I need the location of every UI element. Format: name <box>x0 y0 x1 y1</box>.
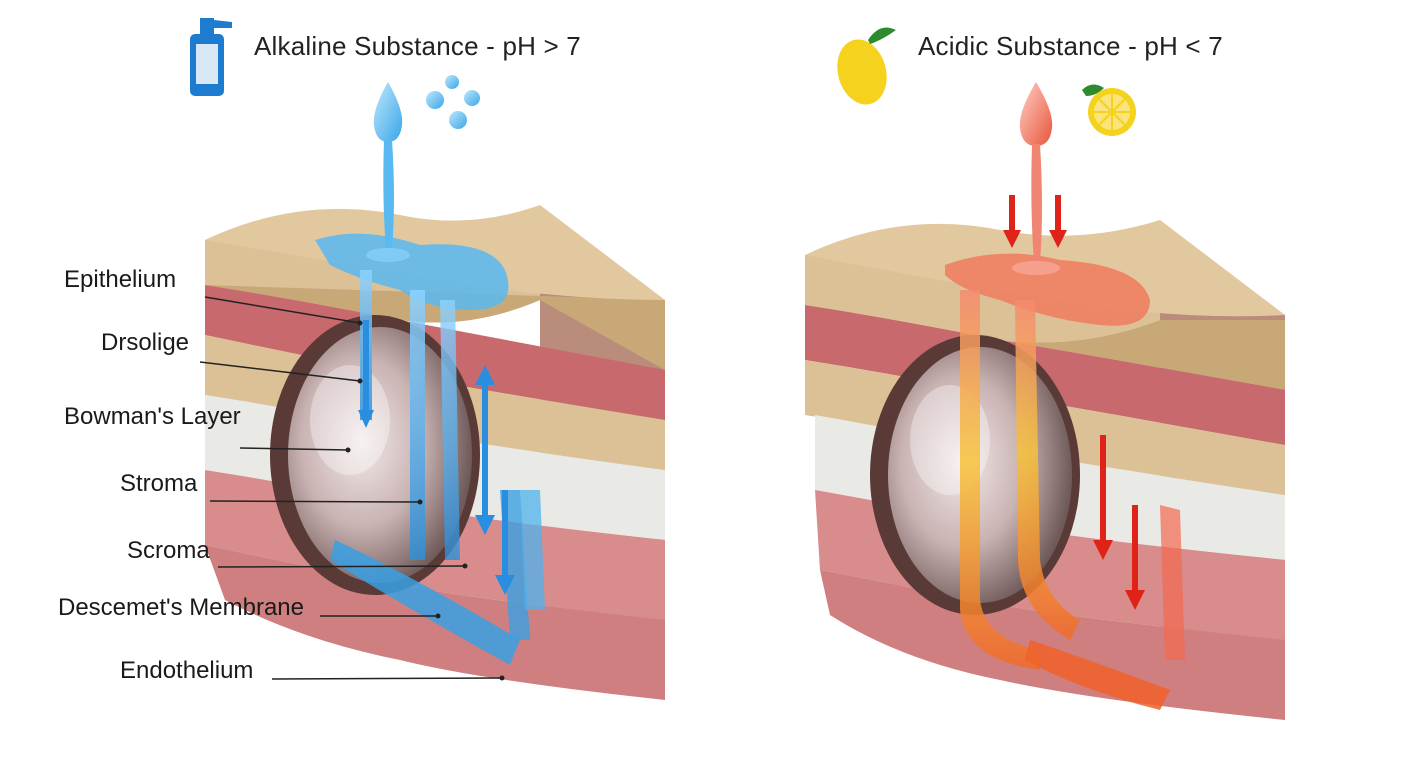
acidic-flow-arrows <box>1003 195 1145 610</box>
label-stroma: Stroma <box>120 470 198 497</box>
label-drsolige: Drsolige <box>101 329 190 356</box>
label-endothelium: Endothelium <box>120 657 254 684</box>
label-leader-lines <box>199 296 505 681</box>
acidic-fluid <box>945 253 1185 710</box>
label-epithelium: Epithelium <box>64 266 177 293</box>
alkaline-flow-arrows <box>358 320 515 595</box>
label-descemets-membrane: Descemet's Membrane <box>58 594 304 621</box>
alkaline-drop <box>366 75 480 262</box>
lemon-icon <box>837 27 896 105</box>
label-bowmans-layer: Bowman's Layer <box>64 403 241 430</box>
bottle-icon <box>190 18 232 96</box>
alkaline-title: Alkaline Substance - pH > 7 <box>254 31 581 61</box>
lemon-slice-icon <box>1082 84 1136 136</box>
acidic-drop <box>1012 82 1060 275</box>
label-scroma: Scroma <box>127 537 210 564</box>
acidic-title: Acidic Substance - pH < 7 <box>918 31 1223 61</box>
